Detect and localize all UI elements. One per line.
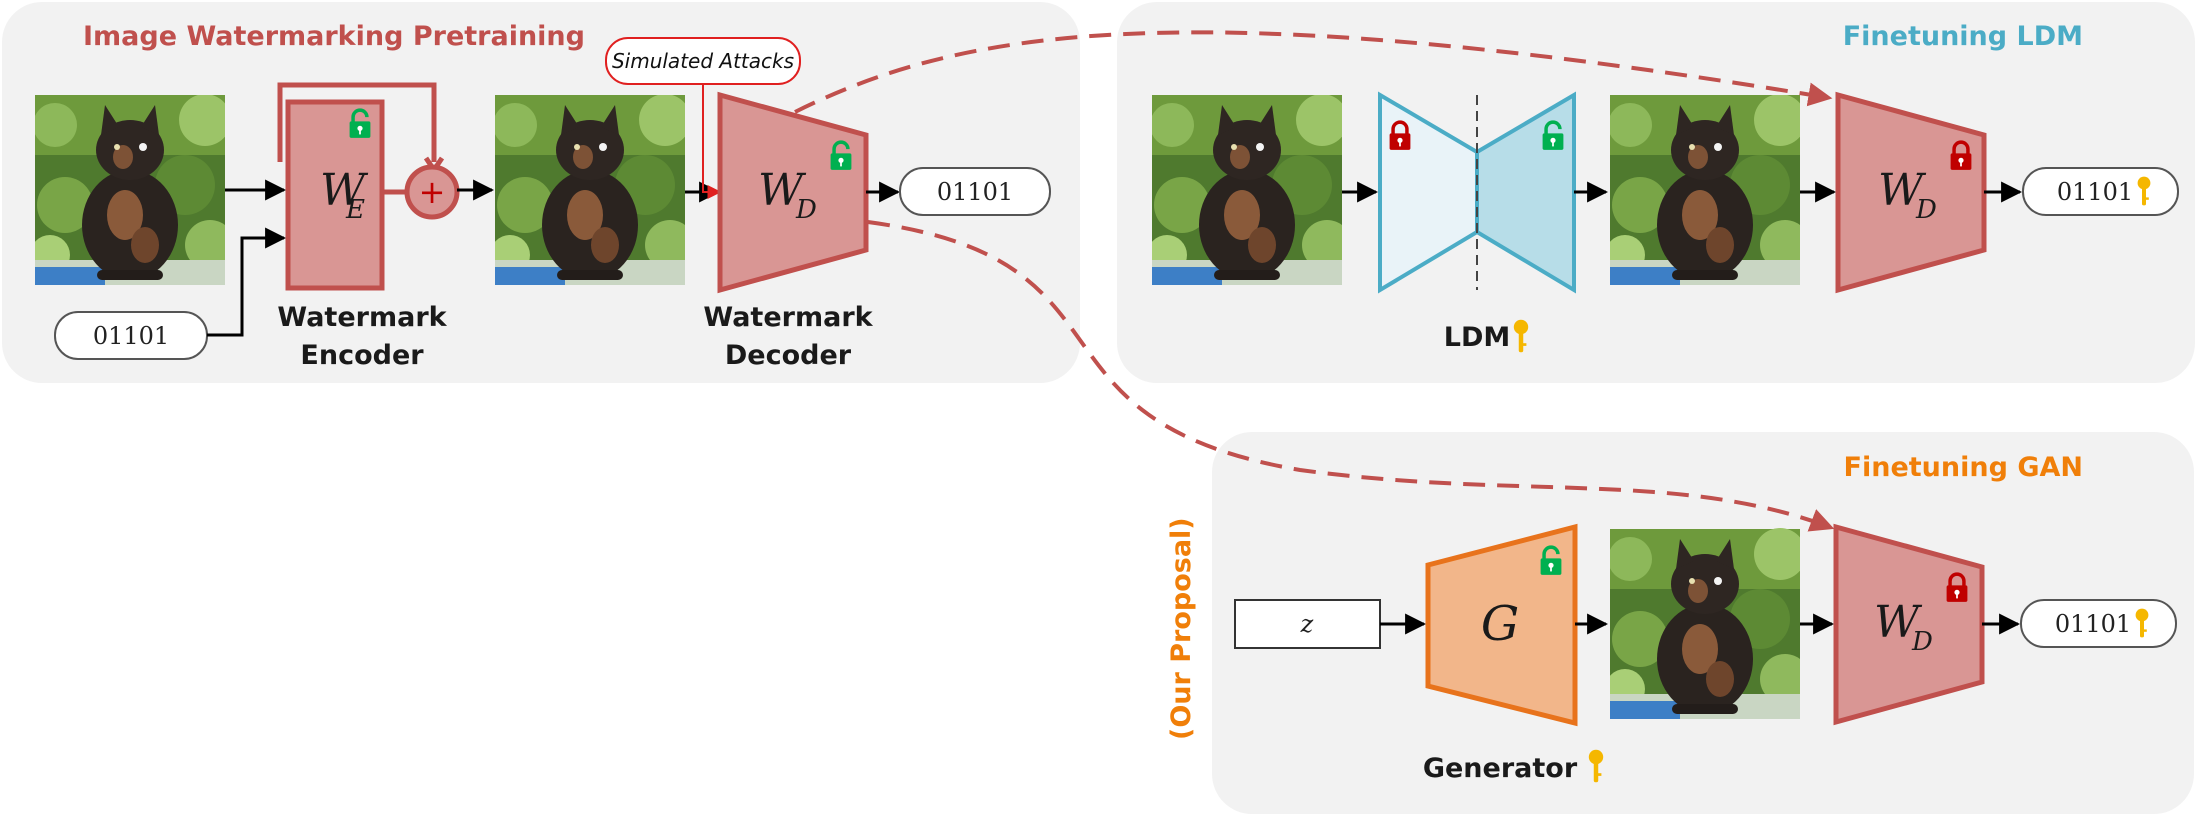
ldm-decoder-subscript: D	[1915, 195, 1937, 225]
generator-symbol: G	[1481, 596, 1519, 652]
adder-node	[404, 164, 460, 220]
cat-photo-watermarked	[495, 95, 685, 285]
transfer-arrow-ldm	[794, 30, 1833, 114]
pretraining-title: Image Watermarking Pretraining	[83, 21, 585, 52]
ldm-title: Finetuning LDM	[1843, 21, 2083, 52]
encoder-subscript: E	[345, 195, 365, 225]
output-bits: 01101	[937, 178, 1013, 206]
gan-title: Finetuning GAN	[1844, 452, 2083, 483]
cat-photo-ldm-output	[1610, 95, 1800, 285]
cat-photo-ldm-input	[1152, 95, 1342, 285]
output-bits-pill	[899, 167, 1051, 216]
encoder-label-line2: Encoder	[300, 340, 424, 371]
decoder-label-line2: Decoder	[725, 340, 852, 371]
adder-symbol: +	[419, 173, 446, 211]
cat-photo-input	[35, 95, 225, 285]
gan-decoder-subscript: D	[1911, 627, 1933, 657]
encoder-label-line1: Watermark	[277, 302, 447, 333]
ldm-output-bits: 01101	[2057, 178, 2133, 206]
message-bits: 01101	[93, 322, 169, 350]
latent-z-symbol: z	[1300, 610, 1314, 638]
watermark-decoder-block	[717, 91, 869, 294]
cat-photo-gan-output	[1610, 528, 1800, 719]
skip-connection	[277, 82, 437, 162]
gan-watermark-decoder	[1833, 523, 1985, 726]
simulated-attacks-label: Simulated Attacks	[612, 49, 794, 73]
ldm-decoder-symbol: W	[1878, 165, 1927, 216]
generator-label: Generator	[1423, 753, 1578, 784]
encoder-symbol: W	[320, 165, 369, 216]
decoder-symbol: W	[758, 165, 807, 216]
gan-decoder-symbol: W	[1874, 597, 1923, 648]
ldm-label: LDM	[1444, 322, 1511, 353]
our-proposal-label: (Our Proposal)	[1166, 517, 1197, 740]
latent-z-box	[1234, 599, 1381, 649]
ldm-watermark-decoder	[1835, 91, 1987, 294]
transfer-arrow-gan	[867, 220, 1835, 532]
decoder-subscript: D	[795, 195, 817, 225]
generator-block	[1425, 523, 1578, 727]
gan-output-bits: 01101	[2055, 610, 2131, 638]
decoder-label-line1: Watermark	[703, 302, 873, 333]
